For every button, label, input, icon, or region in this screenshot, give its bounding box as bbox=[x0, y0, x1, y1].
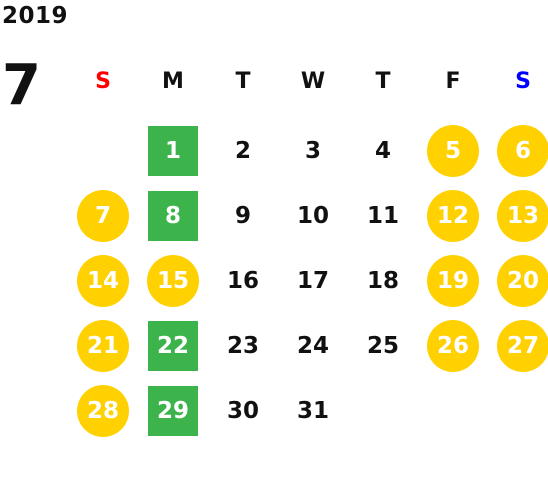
day-cell: 7 bbox=[68, 183, 138, 248]
day-cell: 20 bbox=[488, 248, 548, 313]
day-number: 13 bbox=[497, 189, 548, 242]
weekday-friday: F bbox=[445, 69, 461, 94]
day-cell: 1 bbox=[138, 118, 208, 183]
day-cell: 2 bbox=[208, 118, 278, 183]
day-number: 20 bbox=[497, 254, 548, 307]
day-cell: 15 bbox=[138, 248, 208, 313]
day-cell: 13 bbox=[488, 183, 548, 248]
weekday-sunday: S bbox=[95, 69, 111, 94]
day-number: 31 bbox=[296, 397, 329, 424]
day-cell: 29 bbox=[138, 378, 208, 443]
weekday-header: S M T W T F S bbox=[68, 62, 548, 102]
day-cell: 5 bbox=[418, 118, 488, 183]
day-cell: 24 bbox=[278, 313, 348, 378]
day-number: 15 bbox=[147, 254, 199, 307]
day-number: 5 bbox=[427, 124, 479, 177]
day-cell: 8 bbox=[138, 183, 208, 248]
day-cell: 23 bbox=[208, 313, 278, 378]
calendar-month: 7 bbox=[2, 53, 41, 118]
day-number: 10 bbox=[296, 202, 329, 229]
day-cell: 3 bbox=[278, 118, 348, 183]
day-cell: 9 bbox=[208, 183, 278, 248]
day-cell: 14 bbox=[68, 248, 138, 313]
day-cell: 26 bbox=[418, 313, 488, 378]
weekday-thursday: T bbox=[375, 69, 391, 94]
day-number: 2 bbox=[234, 137, 251, 164]
day-number: 4 bbox=[374, 137, 391, 164]
day-number: 28 bbox=[77, 384, 129, 437]
day-cell: 27 bbox=[488, 313, 548, 378]
day-number: 11 bbox=[366, 202, 399, 229]
day-number: 18 bbox=[366, 267, 399, 294]
day-number: 16 bbox=[226, 267, 259, 294]
day-number: 8 bbox=[148, 190, 198, 241]
weekday-saturday: S bbox=[515, 69, 531, 94]
calendar-year: 2019 bbox=[2, 3, 69, 29]
day-cell: 12 bbox=[418, 183, 488, 248]
day-number: 7 bbox=[77, 189, 129, 242]
day-number: 27 bbox=[497, 319, 548, 372]
day-number: 3 bbox=[304, 137, 321, 164]
day-cell: 17 bbox=[278, 248, 348, 313]
day-number: 1 bbox=[148, 125, 198, 176]
day-number: 30 bbox=[226, 397, 259, 424]
day-number: 25 bbox=[366, 332, 399, 359]
day-number: 12 bbox=[427, 189, 479, 242]
day-number: 17 bbox=[296, 267, 329, 294]
day-cell: 16 bbox=[208, 248, 278, 313]
day-number: 24 bbox=[296, 332, 329, 359]
day-cell: 28 bbox=[68, 378, 138, 443]
weekday-monday: M bbox=[162, 69, 184, 94]
day-cell: 4 bbox=[348, 118, 418, 183]
day-number: 9 bbox=[234, 202, 251, 229]
day-number: 14 bbox=[77, 254, 129, 307]
day-number: 19 bbox=[427, 254, 479, 307]
day-cell: 30 bbox=[208, 378, 278, 443]
day-cell: 11 bbox=[348, 183, 418, 248]
day-cell: 31 bbox=[278, 378, 348, 443]
weekday-tuesday: T bbox=[235, 69, 251, 94]
day-cell: 21 bbox=[68, 313, 138, 378]
day-cell: 10 bbox=[278, 183, 348, 248]
day-number: 21 bbox=[77, 319, 129, 372]
day-cell: 18 bbox=[348, 248, 418, 313]
day-cell: 6 bbox=[488, 118, 548, 183]
day-number: 29 bbox=[148, 385, 198, 436]
day-number: 6 bbox=[497, 124, 548, 177]
day-cell: 19 bbox=[418, 248, 488, 313]
weekday-wednesday: W bbox=[300, 69, 326, 94]
day-cell: 22 bbox=[138, 313, 208, 378]
day-number: 22 bbox=[148, 320, 198, 371]
day-number: 26 bbox=[427, 319, 479, 372]
day-cell: 25 bbox=[348, 313, 418, 378]
day-number: 23 bbox=[226, 332, 259, 359]
